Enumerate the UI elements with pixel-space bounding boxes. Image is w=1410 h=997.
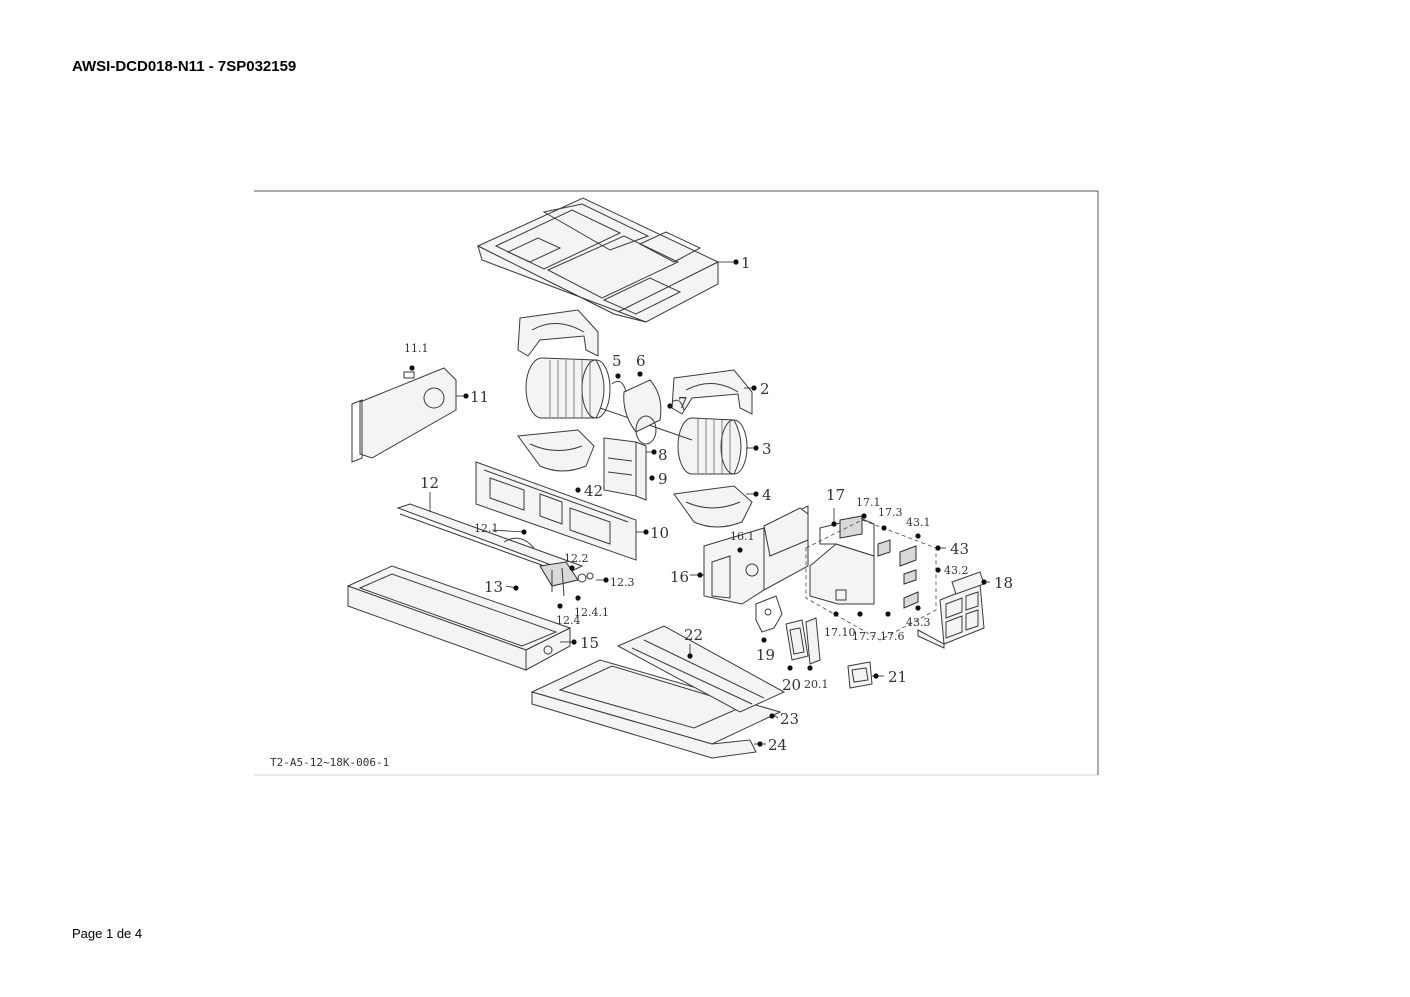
- page-number: Page 1 de 4: [72, 926, 143, 941]
- callout-11-1: 11.1: [404, 342, 429, 355]
- document-title: AWSI-DCD018-N11 - 7SP032159: [72, 58, 297, 75]
- part-filter: [917, 571, 985, 649]
- callout-17-10: 17.10: [824, 626, 856, 639]
- part-electric-box: [703, 505, 809, 605]
- drawing-code: T2-A5-12~18K-006-1: [270, 756, 389, 769]
- callout-16-1: 16.1: [730, 530, 755, 543]
- callout-labels: 1 2 3 4 5 6 7 8 9 10 11 11.1 12 12.1 12.…: [404, 254, 1013, 754]
- callout-22: 22: [684, 626, 703, 644]
- callout-8: 8: [658, 446, 668, 464]
- callout-17-6: 17.6: [880, 630, 905, 643]
- callout-43-3: 43.3: [906, 616, 931, 629]
- callout-20: 20: [782, 676, 801, 694]
- part-bottom-panels: [530, 625, 786, 759]
- callout-11: 11: [470, 388, 489, 406]
- part-blower-wheels: [525, 357, 748, 475]
- callout-23: 23: [780, 710, 799, 728]
- part-control-box: [805, 515, 937, 641]
- callout-12: 12: [420, 474, 439, 492]
- callout-18: 18: [994, 574, 1013, 592]
- callout-10: 10: [650, 524, 669, 542]
- callout-17-1: 17.1: [856, 496, 881, 509]
- part-bracket: [755, 595, 783, 633]
- callout-24: 24: [768, 736, 787, 754]
- part-top-cover: [476, 197, 720, 323]
- part-receiver: [847, 661, 873, 689]
- callout-9: 9: [658, 470, 668, 488]
- part-upper-scroll-housings: [517, 309, 753, 415]
- callout-12-2: 12.2: [564, 552, 589, 565]
- callout-4: 4: [762, 486, 772, 504]
- callout-15: 15: [580, 634, 599, 652]
- callout-7: 7: [678, 394, 688, 412]
- callout-leaders: [409, 259, 990, 747]
- part-evaporator: [396, 503, 594, 597]
- callout-20-1: 20.1: [804, 678, 829, 691]
- callout-12-3: 12.3: [610, 576, 635, 589]
- callout-43: 43: [950, 540, 969, 558]
- callout-17-7: 17.7: [852, 630, 877, 643]
- part-fan-motor: [611, 379, 685, 445]
- callout-21: 21: [888, 668, 907, 686]
- callout-3: 3: [762, 440, 772, 458]
- part-drain-pan: [346, 565, 572, 671]
- part-lower-scroll-housings: [517, 429, 753, 528]
- callout-13: 13: [484, 578, 503, 596]
- callout-19: 19: [756, 646, 775, 664]
- drawing-frame: [254, 190, 1099, 776]
- callout-43-2: 43.2: [944, 564, 969, 577]
- part-motor-bracket: [603, 437, 647, 501]
- callout-42: 42: [584, 482, 603, 500]
- callout-16: 16: [670, 568, 689, 586]
- callout-5: 5: [612, 352, 622, 370]
- callout-1: 1: [741, 254, 751, 272]
- callout-6: 6: [636, 352, 646, 370]
- callout-12-4-1: 12.4.1: [574, 606, 609, 619]
- part-fan-deck-panel: [475, 461, 637, 561]
- callout-17: 17: [826, 486, 845, 504]
- part-pcb-assembly: [877, 539, 919, 609]
- callout-43-1: 43.1: [906, 516, 931, 529]
- callout-12-1: 12.1: [474, 522, 499, 535]
- part-side-panel: [351, 367, 457, 463]
- callout-2: 2: [760, 380, 770, 398]
- callout-17-3: 17.3: [878, 506, 903, 519]
- callout-12-4: 12.4: [556, 614, 581, 627]
- part-display-board: [785, 617, 821, 665]
- part-evaporator-header: [539, 561, 594, 597]
